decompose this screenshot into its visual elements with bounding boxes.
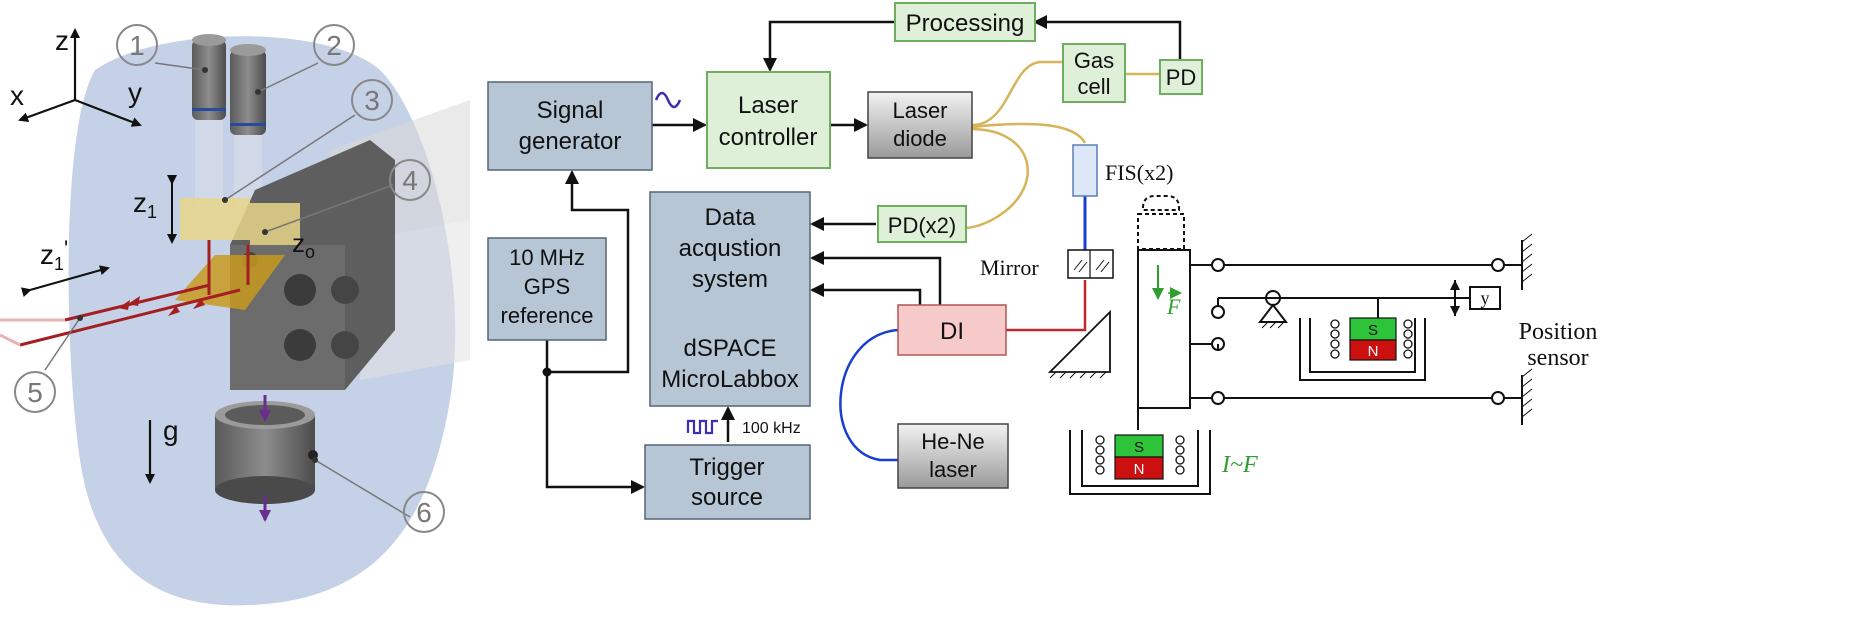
fis-label: FIS(x2)	[1105, 160, 1173, 185]
pd-block	[1159, 59, 1203, 95]
hene-fiber	[839, 328, 899, 462]
wall-hatch	[1521, 233, 1533, 418]
pd-x2-block	[877, 205, 967, 243]
sensor-2	[230, 44, 266, 210]
callout-6: 6	[416, 497, 432, 528]
callouts: 1 2 3 4 5 6	[14, 24, 445, 533]
corner-reflector	[1047, 309, 1111, 373]
fis-block	[1072, 144, 1098, 197]
signal-generator-block	[487, 81, 653, 171]
frequency-label: 100 kHz	[742, 420, 801, 437]
daq-label-1: Data	[705, 204, 756, 231]
trigger-label-1: Trigger	[689, 454, 764, 481]
gravity-label: g	[163, 415, 179, 446]
red-beam	[1006, 280, 1087, 332]
position-sensor-label-2: sensor	[1527, 345, 1588, 371]
signal-generator-label-1: Signal	[537, 97, 604, 124]
laser-diode-block	[867, 91, 973, 159]
pd-x2-label: PD(x2)	[888, 213, 956, 238]
axis-x-label: x	[10, 80, 24, 111]
callout-1: 1	[129, 30, 145, 61]
callout-2: 2	[326, 30, 342, 61]
cad-render-panel: z x y z1 z1' zo g	[0, 0, 470, 622]
callout-5: 5	[27, 377, 43, 408]
axis-y-label: y	[128, 77, 142, 108]
svg-text:z1: z1	[133, 187, 157, 222]
optical-fibers	[964, 60, 1160, 230]
callout-4: 4	[402, 165, 418, 196]
y-label: y	[1481, 288, 1490, 308]
gps-label-2: GPS	[524, 274, 570, 299]
di-label: DI	[940, 318, 964, 345]
metal-block	[230, 140, 395, 390]
gas-cell-label-2: cell	[1077, 74, 1110, 99]
laser-diode-label-1: Laser	[892, 98, 947, 123]
coordinate-axes	[18, 28, 142, 127]
signal-lines	[545, 15, 1182, 494]
beam-arrows	[118, 296, 205, 316]
yellow-plates	[175, 198, 300, 310]
laser-controller-block	[706, 71, 831, 169]
hene-label-2: laser	[929, 457, 977, 482]
hene-label-1: He-Ne	[921, 429, 985, 454]
junction-dot	[542, 367, 552, 377]
position-sensor-label-1: Position	[1519, 319, 1598, 345]
gps-label-1: 10 MHz	[509, 245, 585, 270]
daq-label-3: system	[692, 266, 768, 293]
magnet-n-top: N	[1368, 343, 1379, 360]
processing-block	[894, 2, 1036, 42]
laser-controller-label-1: Laser	[738, 92, 798, 119]
sensor-1	[192, 34, 226, 210]
svg-text:z1': z1'	[40, 236, 68, 274]
svg-text:zo: zo	[292, 228, 315, 262]
lower-actuator	[1069, 430, 1211, 495]
magnet-n-bottom: N	[1134, 461, 1145, 478]
axis-z-label: z	[55, 25, 69, 56]
z1-prime-label: z	[40, 239, 54, 270]
hene-laser-block	[897, 423, 1009, 489]
block-diagram: 100 kHz Processing Gas cell PD Signal ge…	[487, 2, 1598, 520]
di-block	[897, 304, 1007, 356]
magnet-s-bottom: S	[1134, 439, 1144, 456]
upper-actuator	[1299, 317, 1426, 381]
balance-mechanism	[1137, 195, 1523, 430]
daq-label-4: dSPACE	[684, 335, 777, 362]
trigger-label-2: source	[691, 484, 763, 511]
z1-label: z	[133, 187, 147, 218]
square-wave-icon	[686, 419, 718, 435]
force-label: F	[1166, 294, 1181, 319]
gas-cell-block	[1062, 43, 1126, 103]
magnet-s-top: S	[1368, 322, 1378, 339]
daq-label-5: MicroLabbox	[661, 366, 798, 393]
laser-controller-label-2: controller	[719, 124, 818, 151]
gps-reference-block	[487, 237, 607, 341]
laser-diode-label-2: diode	[893, 126, 947, 151]
mirror-label: Mirror	[980, 255, 1039, 280]
sine-wave-icon	[654, 91, 682, 109]
gas-cell-label-1: Gas	[1074, 48, 1114, 73]
gps-label-3: reference	[501, 303, 594, 328]
data-acquisition-block	[649, 191, 811, 407]
daq-label-2: acqustion	[679, 235, 782, 262]
processing-label: Processing	[906, 10, 1025, 37]
z1-prime-arrow	[20, 265, 110, 297]
callout-3: 3	[364, 85, 380, 116]
trigger-source-block	[644, 444, 811, 520]
pd-label: PD	[1166, 65, 1197, 90]
current-force-label: I~F	[1221, 452, 1258, 478]
signal-generator-label-2: generator	[519, 128, 622, 155]
z0-label: z	[292, 228, 305, 258]
